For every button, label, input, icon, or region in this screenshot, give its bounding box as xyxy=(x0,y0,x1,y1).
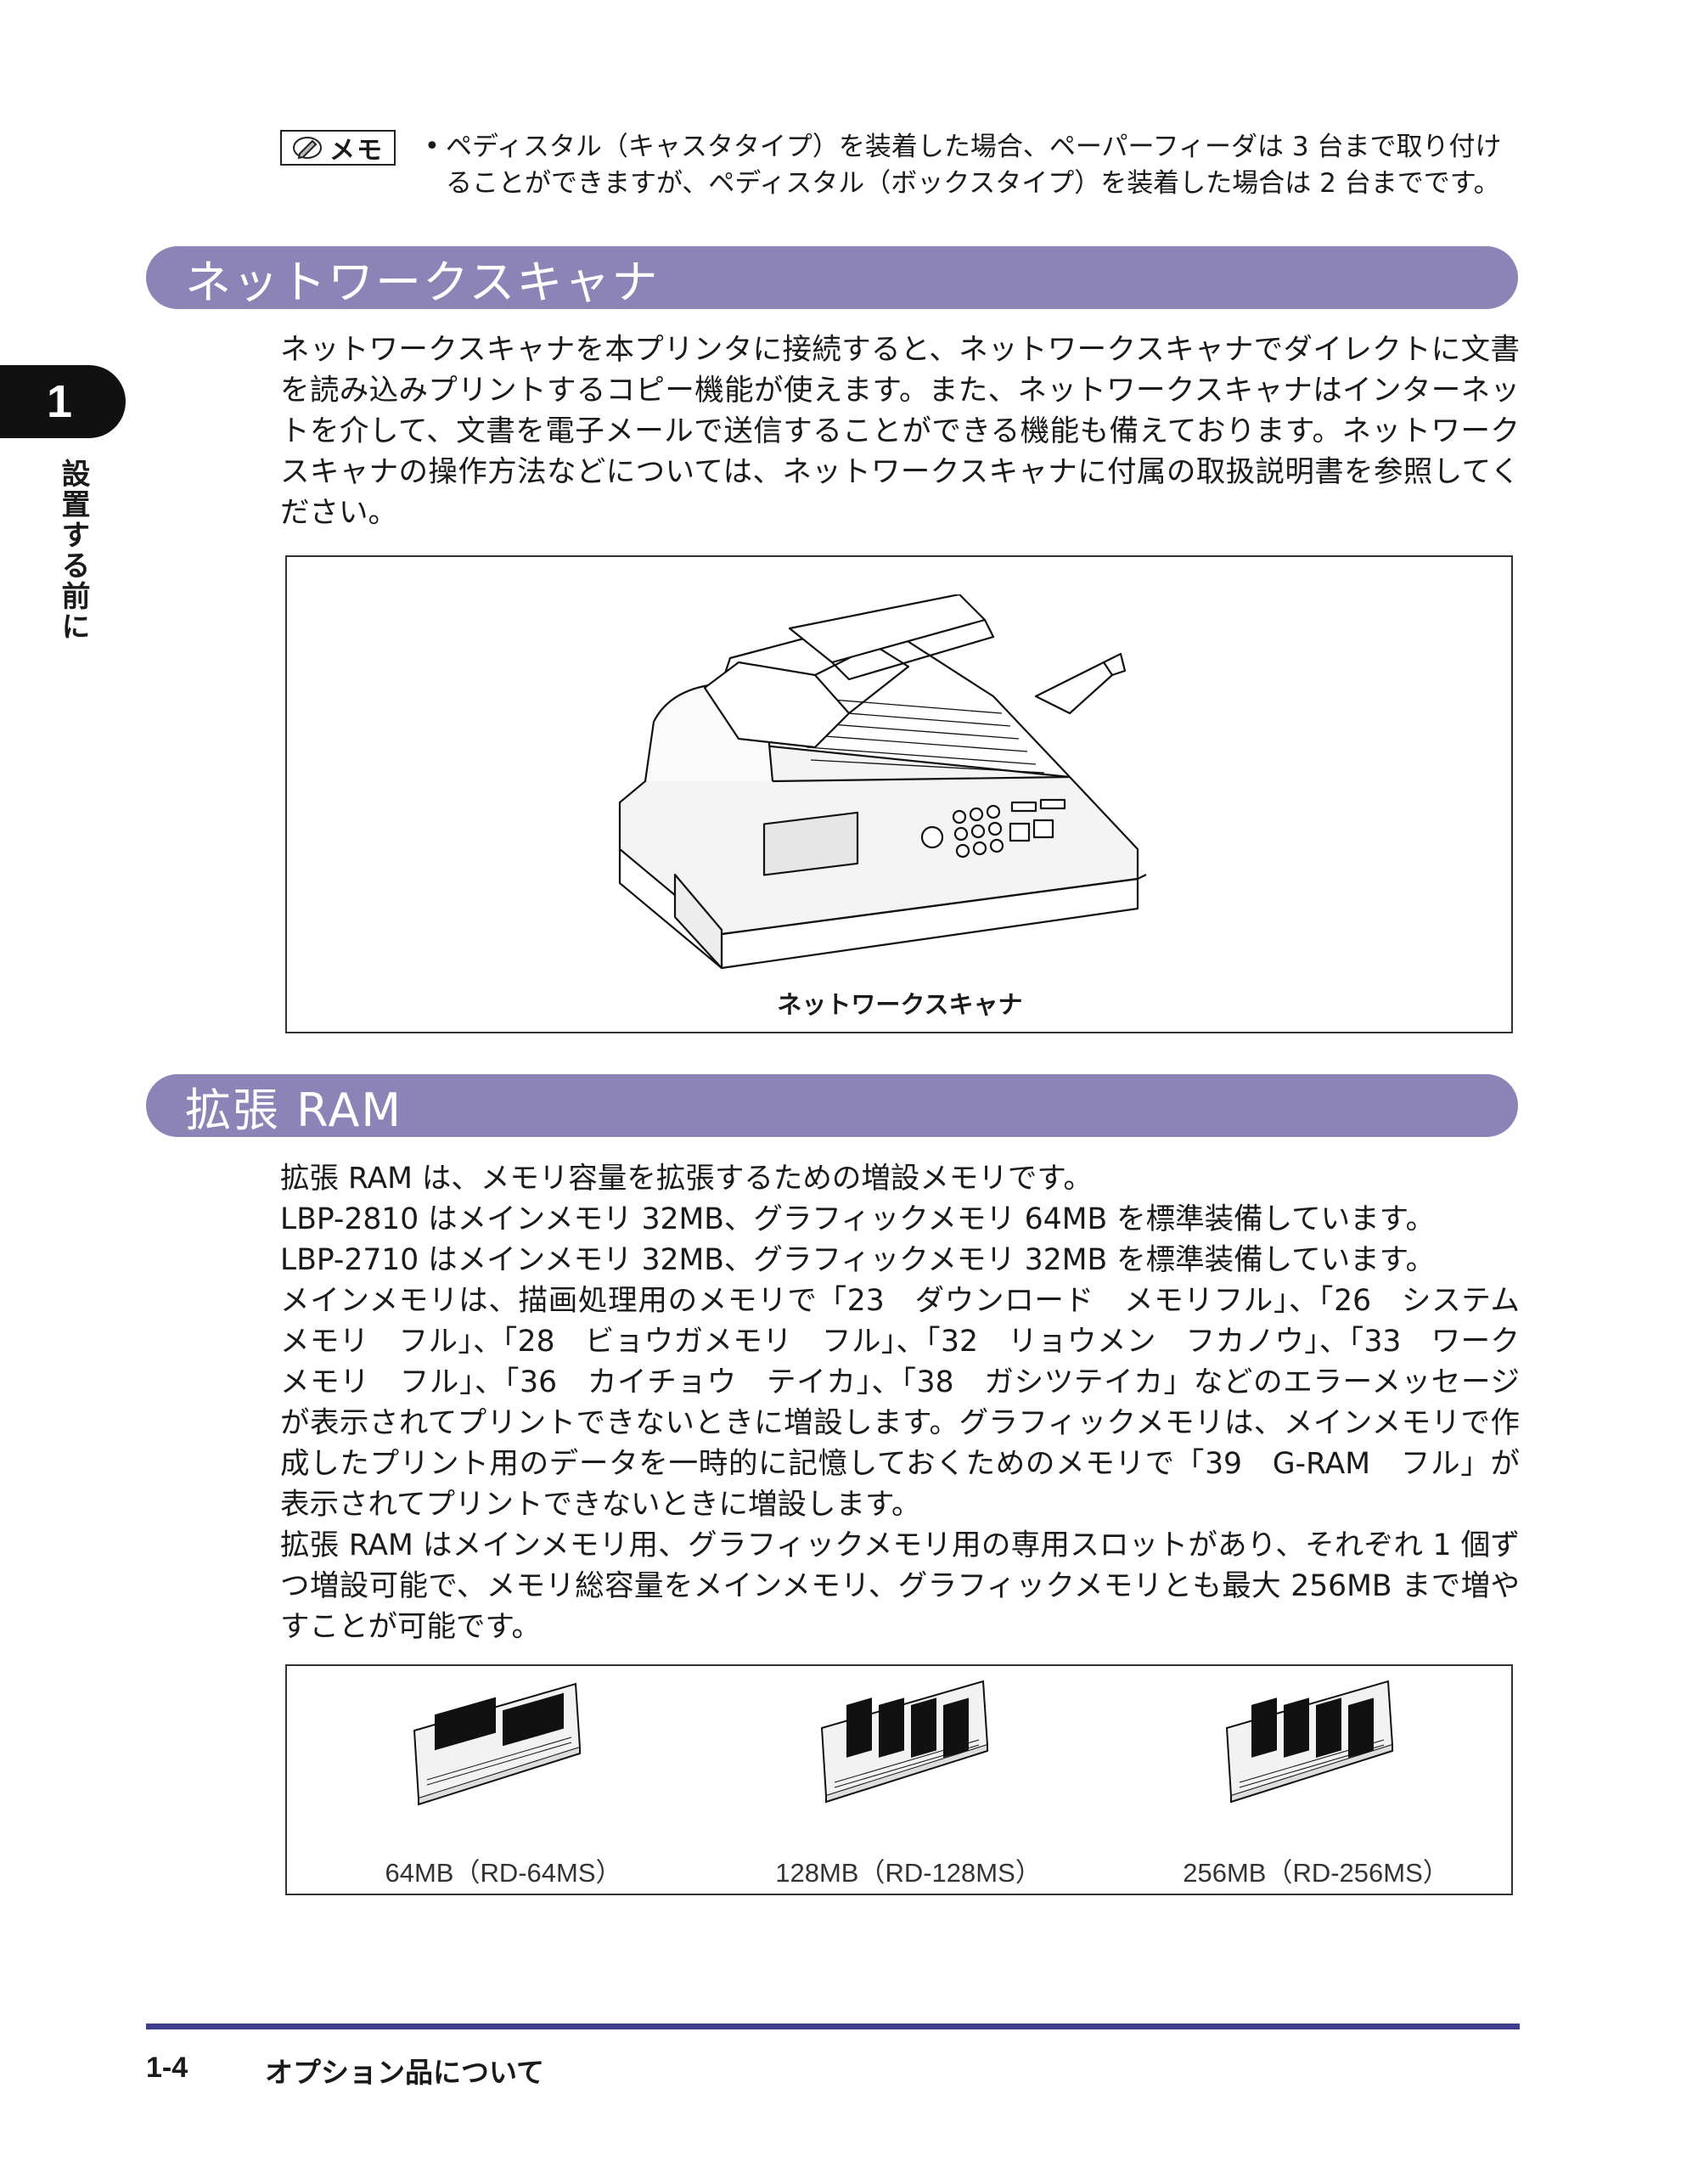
memo-badge: メモ xyxy=(280,130,396,166)
ram-module-256mb-illustration xyxy=(1225,1680,1394,1804)
ram-caption-256mb: 256MB（RD-256MS） xyxy=(1183,1858,1449,1888)
footer-section-title: オプション品について xyxy=(265,2056,545,2089)
memo-bullet: • xyxy=(424,132,440,161)
scanner-paragraph: ネットワークスキャナを本プリンタに接続すると、ネットワークスキャナでダイレクトに… xyxy=(280,333,1520,530)
chapter-tab: 1 xyxy=(0,365,126,438)
scanner-description: ネットワークスキャナを本プリンタに接続すると、ネットワークスキャナでダイレクトに… xyxy=(280,329,1520,533)
page-number: 1-4 xyxy=(146,2052,188,2084)
section-heading-scanner: ネットワークスキャナ xyxy=(146,246,1518,309)
ram-description: 拡張 RAM は、メモリ容量を拡張するための増設メモリです。 LBP-2810 … xyxy=(280,1158,1520,1647)
ram-caption-128mb: 128MB（RD-128MS） xyxy=(775,1858,1042,1888)
memo-text: ペディスタル（キャスタタイプ）を装着した場合、ペーパーフィーダは 3 台まで取り… xyxy=(446,132,1502,199)
footer-rule xyxy=(146,2024,1520,2029)
ram-line-1: 拡張 RAM は、メモリ容量を拡張するための増設メモリです。 xyxy=(280,1162,1093,1196)
chapter-title: 設置する前に xyxy=(56,459,90,642)
ram-module-128mb-illustration xyxy=(820,1680,989,1804)
ram-line-3: LBP-2710 はメインメモリ 32MB、グラフィックメモリ 32MB を標準… xyxy=(280,1243,1436,1277)
scanner-figure-frame xyxy=(285,555,1513,1033)
ram-line-2: LBP-2810 はメインメモリ 32MB、グラフィックメモリ 64MB を標準… xyxy=(280,1202,1436,1236)
section-heading-ram: 拡張 RAM xyxy=(146,1074,1518,1137)
section-heading-scanner-text: ネットワークスキャナ xyxy=(185,255,660,309)
network-scanner-illustration xyxy=(618,594,1147,970)
ram-figure-frame xyxy=(285,1664,1513,1895)
ram-line-4: メインメモリは、描画処理用のメモリで「23 ダウンロード メモリフル」、「26 … xyxy=(280,1284,1520,1522)
ram-module-64mb-illustration xyxy=(413,1682,582,1806)
ram-caption-64mb: 64MB（RD-64MS） xyxy=(385,1858,622,1888)
ram-line-5: 拡張 RAM はメインメモリ用、グラフィックメモリ用の専用スロットがあり、それぞ… xyxy=(280,1528,1520,1644)
chapter-number: 1 xyxy=(46,376,73,427)
pencil-icon xyxy=(293,137,322,160)
section-heading-ram-text: 拡張 RAM xyxy=(185,1083,403,1137)
scanner-figure-caption: ネットワークスキャナ xyxy=(777,990,1023,1019)
memo-label: メモ xyxy=(329,136,384,166)
